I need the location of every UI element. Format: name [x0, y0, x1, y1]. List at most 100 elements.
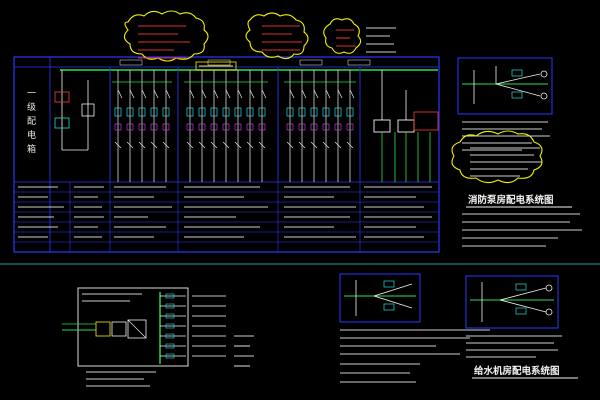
contactor-element [246, 123, 254, 131]
fire-pump-diagram-notes [462, 121, 550, 151]
breaker-element [210, 107, 218, 117]
breaker-switch [165, 89, 171, 99]
breaker-element [322, 107, 330, 117]
breaker-switch [225, 89, 231, 99]
right-callout-notes [470, 147, 542, 177]
contactor-element [334, 123, 342, 131]
overload-mark [334, 141, 342, 149]
breaker-switch [337, 89, 343, 99]
left-title-char-5: 箱 [27, 143, 36, 155]
breaker-element [126, 107, 134, 117]
contactor-element [138, 123, 146, 131]
fire-pump-title: 消防泵房配电系统图 [468, 194, 554, 206]
fire-pump-notes [462, 213, 582, 247]
contactor-element [310, 123, 318, 131]
column-header-label [347, 59, 371, 66]
breaker-element [258, 107, 266, 117]
contactor-element [114, 123, 122, 131]
contactor-element [210, 123, 218, 131]
feeder-breaker [165, 343, 175, 349]
feeder-breaker [165, 323, 175, 329]
overload-mark [186, 141, 194, 149]
water-pump-small-diagram [465, 275, 562, 358]
main-panel-frame [13, 56, 440, 253]
bottom-left-frame [77, 287, 189, 367]
breaker-switch [201, 89, 207, 99]
bottom-left-feeders [160, 293, 226, 359]
breaker-switch [313, 89, 319, 99]
overload-mark [310, 141, 318, 149]
overload-mark [222, 141, 230, 149]
top-cloud-callout-left [123, 10, 209, 62]
breaker-element [334, 107, 342, 117]
feeder-breaker [165, 353, 175, 359]
left-vertical-title: 一 级 配 电 箱 [27, 89, 36, 155]
feeder-circuits [112, 59, 371, 182]
contactor-element [222, 123, 230, 131]
bottom-left-distribution-box [62, 287, 254, 387]
water-pump-notes [466, 335, 562, 358]
breaker-switch [117, 89, 123, 99]
overload-mark [286, 141, 294, 149]
breaker-element [246, 107, 254, 117]
contactor-element [198, 123, 206, 131]
fire-pump-diagram-frame [457, 57, 553, 115]
contactor-element [286, 123, 294, 131]
bottom-left-notes [82, 293, 254, 387]
overload-mark [234, 141, 242, 149]
overload-mark [114, 141, 122, 149]
overload-mark [126, 141, 134, 149]
feeder-breaker [165, 313, 175, 319]
top-cloud-callout-mid [245, 12, 309, 60]
incoming-circuit [54, 70, 95, 151]
water-pump-title: 给水机房配电系统图 [474, 365, 560, 377]
bottom-middle-diagram [339, 273, 490, 383]
breaker-switch [325, 89, 331, 99]
breaker-element [150, 107, 158, 117]
table-annotations [18, 186, 432, 238]
busbar-label-box [195, 61, 237, 71]
breaker-element [298, 107, 306, 117]
left-title-char-1: 一 [27, 89, 36, 99]
overload-mark [258, 141, 266, 149]
overload-mark [150, 141, 158, 149]
breaker-element [346, 107, 354, 117]
breaker-switch [261, 89, 267, 99]
main-panel-table [14, 181, 439, 252]
fire-pump-small-diagram [457, 57, 553, 151]
feeder-breaker [165, 333, 175, 339]
overload-mark [246, 141, 254, 149]
contactor-element [234, 123, 242, 131]
left-title-char-3: 配 [27, 116, 36, 127]
main-distribution-panel: 一 级 配 电 箱 [13, 10, 440, 253]
breaker-element [114, 107, 122, 117]
breaker-switch [301, 89, 307, 99]
overload-mark [210, 141, 218, 149]
bottom-middle-frame [339, 273, 421, 323]
breaker-element [198, 107, 206, 117]
breaker-switch [349, 89, 355, 99]
contactor-element [162, 123, 170, 131]
breaker-switch [213, 89, 219, 99]
left-title-char-4: 电 [27, 129, 36, 141]
breaker-switch [249, 89, 255, 99]
overload-mark [198, 141, 206, 149]
column-header-label [207, 59, 231, 66]
column-header-label [299, 59, 323, 66]
breaker-element [186, 107, 194, 117]
contactor-element [150, 123, 158, 131]
breaker-switch [289, 89, 295, 99]
top-callout-annotations [138, 25, 396, 59]
feeder-breaker [165, 303, 175, 309]
overload-mark [162, 141, 170, 149]
left-title-char-2: 级 [27, 101, 36, 113]
control-module [373, 70, 439, 182]
bottom-middle-notes [340, 329, 490, 383]
breaker-element [234, 107, 242, 117]
contactor-element [258, 123, 266, 131]
feeder-breaker [165, 293, 175, 299]
right-cloud-callout [451, 130, 543, 184]
overload-mark [322, 141, 330, 149]
